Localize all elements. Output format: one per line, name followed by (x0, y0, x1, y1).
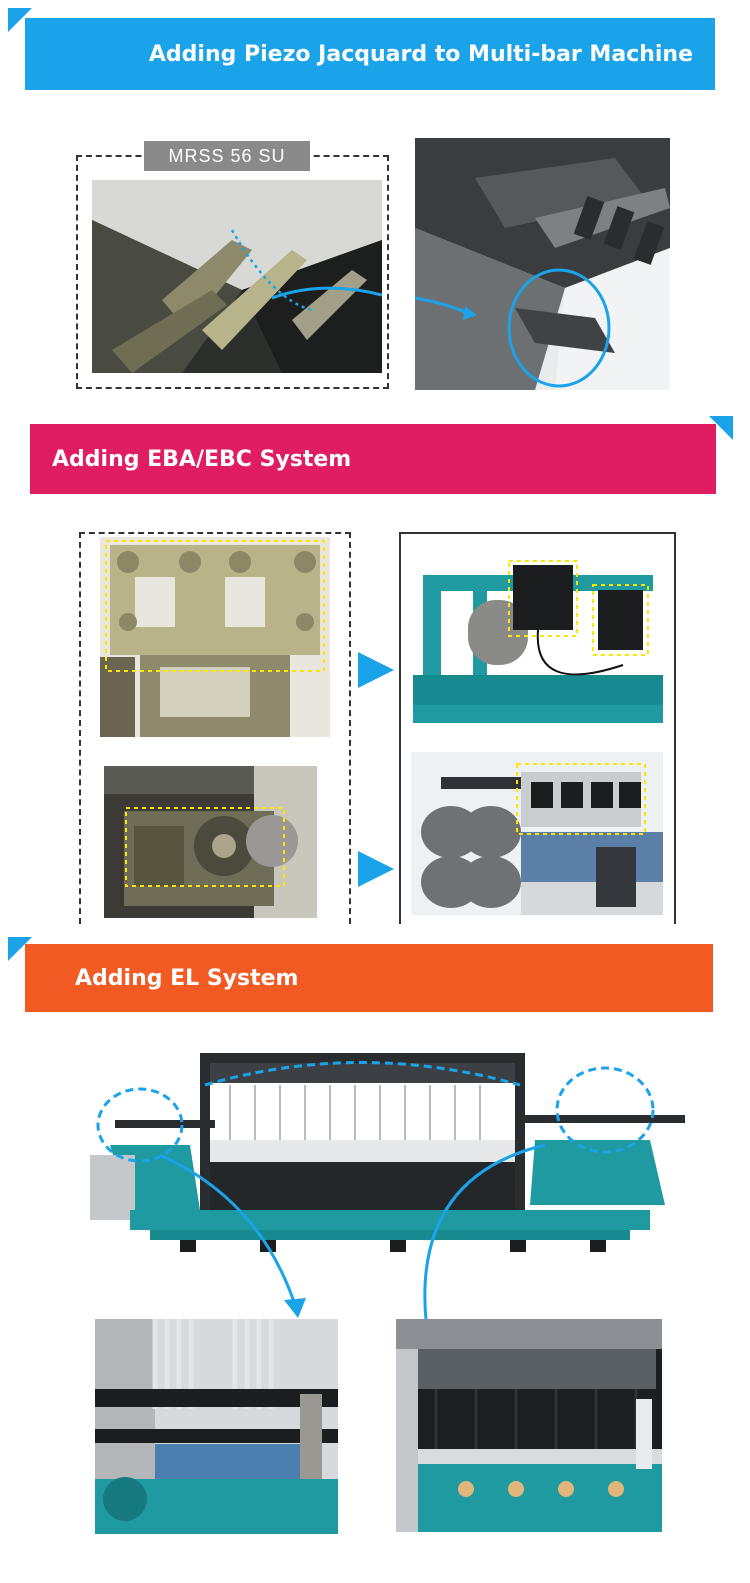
el-detail-photo-left (95, 1319, 338, 1534)
section-banner-piezo: Adding Piezo Jacquard to Multi-bar Machi… (25, 18, 715, 90)
section-title-eba: Adding EBA/EBC System (52, 446, 352, 472)
section-banner-eba: Adding EBA/EBC System (30, 424, 716, 494)
upgrade-arrow-top (358, 652, 394, 688)
eba-original-photo-bottom (104, 766, 317, 918)
ebc-upgraded-photo-top (413, 545, 663, 723)
model-tag: MRSS 56 SU (144, 141, 310, 171)
el-detail-photo-right (396, 1319, 662, 1532)
ebc-upgraded-photo-bottom (411, 752, 663, 915)
el-machine-photo (90, 1045, 695, 1260)
piezo-original-photo (92, 180, 382, 373)
section-banner-el: Adding EL System (25, 944, 713, 1012)
upgrade-arrow-bottom (358, 851, 394, 887)
section-title-el: Adding EL System (75, 965, 299, 991)
eba-original-frame (79, 532, 351, 924)
eba-original-photo-top (100, 537, 330, 737)
piezo-jacquard-photo (415, 138, 670, 390)
eba-upgraded-frame (399, 532, 676, 924)
section-title-piezo: Adding Piezo Jacquard to Multi-bar Machi… (148, 41, 693, 67)
